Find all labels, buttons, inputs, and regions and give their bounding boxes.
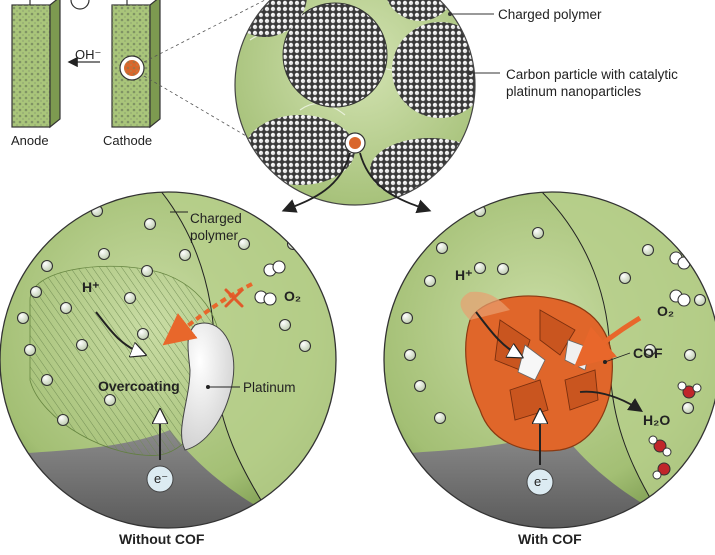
cathode-electrode bbox=[111, 0, 161, 129]
charged-polymer-label: Charged polymer bbox=[498, 7, 602, 22]
platinum-label: Platinum bbox=[243, 380, 296, 395]
carbon-particle bbox=[384, 0, 456, 21]
without-cof-panel bbox=[0, 191, 337, 529]
proton-arrow-right bbox=[475, 311, 520, 356]
electrode-group bbox=[11, 0, 271, 151]
anode-electrode bbox=[11, 0, 61, 129]
overcoating-label: Overcoating bbox=[98, 378, 180, 394]
left-proton-label: H⁺ bbox=[82, 279, 100, 295]
bubbles-right bbox=[400, 204, 707, 425]
blocked-cross-icon bbox=[224, 288, 244, 308]
carbon-particle bbox=[245, 115, 355, 185]
right-oxygen-label: O₂ bbox=[657, 303, 675, 319]
zoom-arrow-left bbox=[281, 152, 351, 213]
oxygen-pass-arrow bbox=[573, 315, 642, 368]
carbon-particle-label-line1: Carbon particle with catalytic bbox=[506, 67, 678, 82]
anode-label: Anode bbox=[11, 133, 49, 148]
proton-arrow-left bbox=[95, 311, 143, 354]
oxygen-molecule bbox=[254, 260, 286, 306]
with-cof-panel bbox=[383, 191, 715, 529]
with-cof-caption: With COF bbox=[518, 531, 582, 547]
left-electron-label: e⁻ bbox=[154, 471, 169, 486]
left-charged-polymer-line1: Charged bbox=[190, 211, 242, 226]
water-molecule bbox=[677, 381, 702, 399]
water-molecule bbox=[648, 435, 672, 457]
right-electron-label: e⁻ bbox=[534, 474, 549, 489]
cof-label: COF bbox=[633, 345, 663, 361]
electron-icon-left bbox=[146, 465, 174, 493]
right-proton-label: H⁺ bbox=[455, 267, 473, 283]
water-out-arrow bbox=[579, 390, 643, 412]
water-label: H₂O bbox=[643, 412, 671, 428]
carbon-particle bbox=[392, 22, 475, 118]
left-oxygen-label: O₂ bbox=[284, 288, 302, 304]
carbon-particle-label-line2: platinum nanoparticles bbox=[506, 84, 642, 99]
left-charged-polymer-line2: polymer bbox=[190, 228, 239, 243]
carbon-particle bbox=[282, 2, 388, 108]
without-cof-caption: Without COF bbox=[119, 531, 205, 547]
leader-cof bbox=[604, 352, 631, 363]
cathode-label: Cathode bbox=[103, 133, 153, 148]
water-molecule bbox=[652, 462, 671, 480]
zoom-arrow-right bbox=[359, 152, 432, 214]
zoom-line-upper bbox=[143, 0, 266, 63]
electron-icon-right bbox=[526, 468, 554, 496]
catalyst-zoom-circle bbox=[234, 0, 500, 214]
hydroxide-label: OH⁻ bbox=[75, 47, 102, 62]
